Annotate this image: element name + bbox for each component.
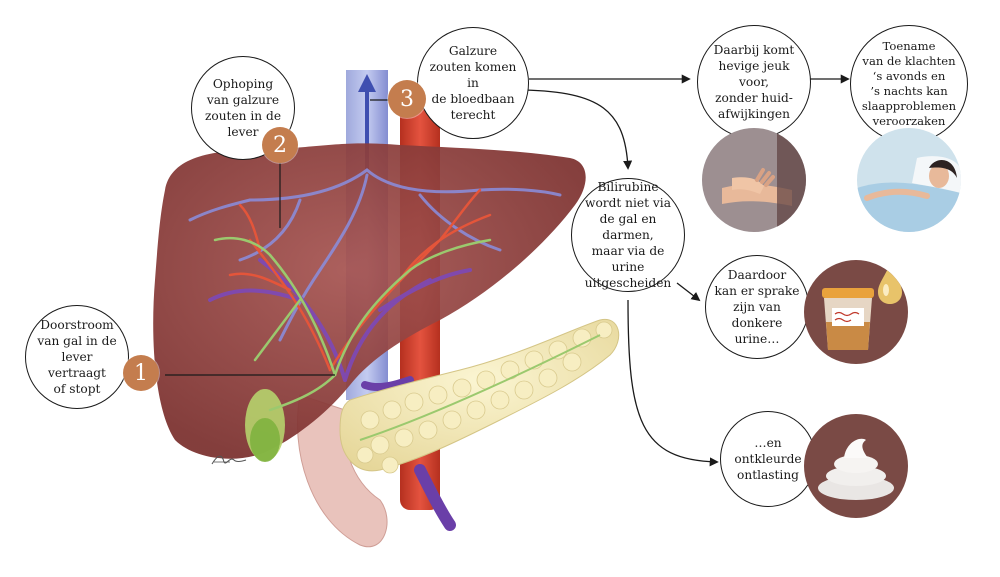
bilirubin-text: Bilirubine wordt niet via de gal en darm… bbox=[584, 180, 672, 290]
step-2-text: Ophoping van galzure zouten in de lever bbox=[204, 77, 282, 139]
urine-sample-cup-icon bbox=[804, 260, 908, 364]
step-1-number: 1 bbox=[134, 360, 148, 386]
night-complaints-bubble: Toename van de klachten ‘s avonds en ’s … bbox=[850, 25, 968, 143]
pale-stool-icon bbox=[804, 414, 908, 518]
step-1-badge: 1 bbox=[123, 355, 159, 391]
step-3-bubble: Galzure zouten komen in de bloedbaan ter… bbox=[417, 27, 529, 139]
pale-stool-text: …en ontkleurde ontlasting bbox=[734, 436, 802, 482]
pale-stool-bubble: …en ontkleurde ontlasting bbox=[720, 411, 816, 507]
dark-urine-bubble: Daardoor kan er sprake zijn van donkere … bbox=[705, 255, 809, 359]
itch-text: Daarbij komt hevige jeuk voor, zonder hu… bbox=[713, 43, 795, 121]
step-2-badge: 2 bbox=[262, 127, 298, 163]
dark-urine-text: Daardoor kan er sprake zijn van donkere … bbox=[714, 268, 800, 346]
scratching-arm-icon bbox=[702, 128, 806, 232]
bilirubin-bubble: Bilirubine wordt niet via de gal en darm… bbox=[571, 178, 685, 292]
night-complaints-text: Toename van de klachten ‘s avonds en ’s … bbox=[861, 39, 957, 128]
artist-signature-icon bbox=[211, 455, 247, 465]
step-2-number: 2 bbox=[273, 132, 287, 158]
itch-bubble: Daarbij komt hevige jeuk voor, zonder hu… bbox=[697, 25, 811, 139]
step-1-bubble: Doorstroom van gal in de lever vertraagt… bbox=[25, 305, 129, 409]
sleepless-woman-icon bbox=[857, 128, 961, 232]
step-3-number: 3 bbox=[400, 86, 414, 112]
step-1-text: Doorstroom van gal in de lever vertraagt… bbox=[37, 318, 117, 396]
step-3-badge: 3 bbox=[388, 80, 426, 118]
step-3-text: Galzure zouten komen in de bloedbaan ter… bbox=[429, 44, 517, 122]
